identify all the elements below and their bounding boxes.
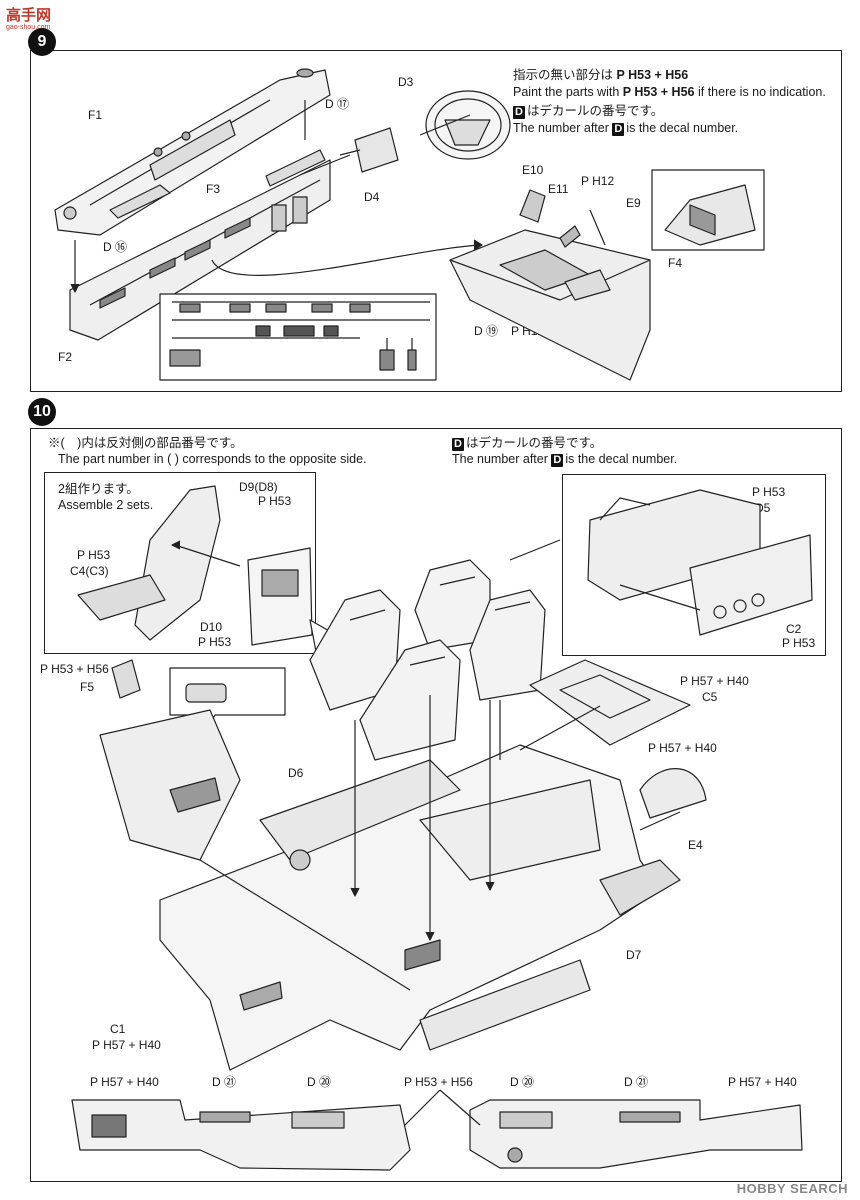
label-f3: F3 <box>206 182 221 196</box>
label-e9: E9 <box>626 196 641 210</box>
label-d8: D ⑧ <box>322 356 345 370</box>
label-c5: C5 <box>702 690 718 704</box>
label-d17: D ⑰ <box>325 97 350 111</box>
bottom-label-c: D ⑳ <box>307 1075 332 1089</box>
label-ph57-h40-b: P H57 + H40 <box>648 741 717 755</box>
label-f4: F4 <box>668 256 683 270</box>
label-ph57-h40-a: P H57 + H40 <box>680 674 749 688</box>
label-ph53-a: P H53 <box>258 494 292 508</box>
label-f2: F2 <box>58 350 73 364</box>
label-ph53-b: P H53 <box>77 548 111 562</box>
step-10-note-en: The part number in ( ) corresponds to th… <box>58 452 367 466</box>
label-ph57-h40-c: P H57 + H40 <box>92 1038 161 1052</box>
bottom-label-f: D ㉑ <box>624 1075 649 1089</box>
label-f5: F5 <box>80 680 95 694</box>
label-f1: F1 <box>88 108 103 122</box>
label-c1: C1 <box>110 1022 126 1036</box>
label-e10: E10 <box>522 163 544 177</box>
label-d18: D ⑱ <box>664 179 689 193</box>
label-d9-d8: D9(D8) <box>239 480 278 494</box>
label-ph53-e: P H53 <box>782 636 816 650</box>
label-d10: D10 <box>200 620 223 634</box>
label-d5: D5 <box>755 501 771 515</box>
bottom-label-a: P H57 + H40 <box>90 1075 159 1089</box>
bottom-label-g: P H57 + H40 <box>728 1075 797 1089</box>
site-logo-url: gao-shou.com <box>6 24 51 31</box>
label-d19-b: D ⑲ <box>474 324 499 338</box>
step-9-note-jp: 指示の無い部分は P H53 + H56 <box>513 68 689 82</box>
footer-watermark: HOBBY SEARCH <box>736 1181 848 1196</box>
label-ph53-h56: P H53 + H56 <box>40 662 109 676</box>
label-d16: D ⑯ <box>103 240 128 254</box>
label-d4: D4 <box>364 190 380 204</box>
label-e4: E4 <box>688 838 703 852</box>
step-9-number: 9 <box>28 28 56 56</box>
site-logo: 高手网 <box>6 7 52 24</box>
step-9-panel <box>30 50 842 392</box>
label-ph12-c: P H12 <box>204 356 238 370</box>
label-c2: C2 <box>786 622 802 636</box>
label-d9: D ⑨ <box>248 356 271 370</box>
label-ph53-d: P H53 <box>752 485 786 499</box>
label-ph53-c: P H53 <box>198 635 232 649</box>
bottom-label-b: D ㉑ <box>212 1075 237 1089</box>
label-d7-circle: D ⑦ <box>240 680 263 694</box>
label-ph12-a: P H12 <box>581 174 615 188</box>
label-d6: D6 <box>288 766 304 780</box>
label-d7: D7 <box>626 948 642 962</box>
sets-en: Assemble 2 sets. <box>58 498 154 512</box>
sets-jp: 2組作ります。 <box>58 482 139 496</box>
bottom-label-d: P H53 + H56 <box>404 1075 473 1089</box>
step-10-number: 10 <box>28 398 56 426</box>
bottom-label-e: D ⑳ <box>510 1075 535 1089</box>
label-ph12-b: P H12 <box>511 324 545 338</box>
label-e11: E11 <box>548 182 569 196</box>
step-10-note-jp: ※( )内は反対側の部品番号です。 <box>48 436 243 450</box>
label-c4-c3: C4(C3) <box>70 564 109 578</box>
label-d3: D3 <box>398 75 414 89</box>
label-d19-a: D ⑲ <box>579 249 604 263</box>
step-9-note-en: Paint the parts with P H53 + H56 if ther… <box>513 85 826 99</box>
